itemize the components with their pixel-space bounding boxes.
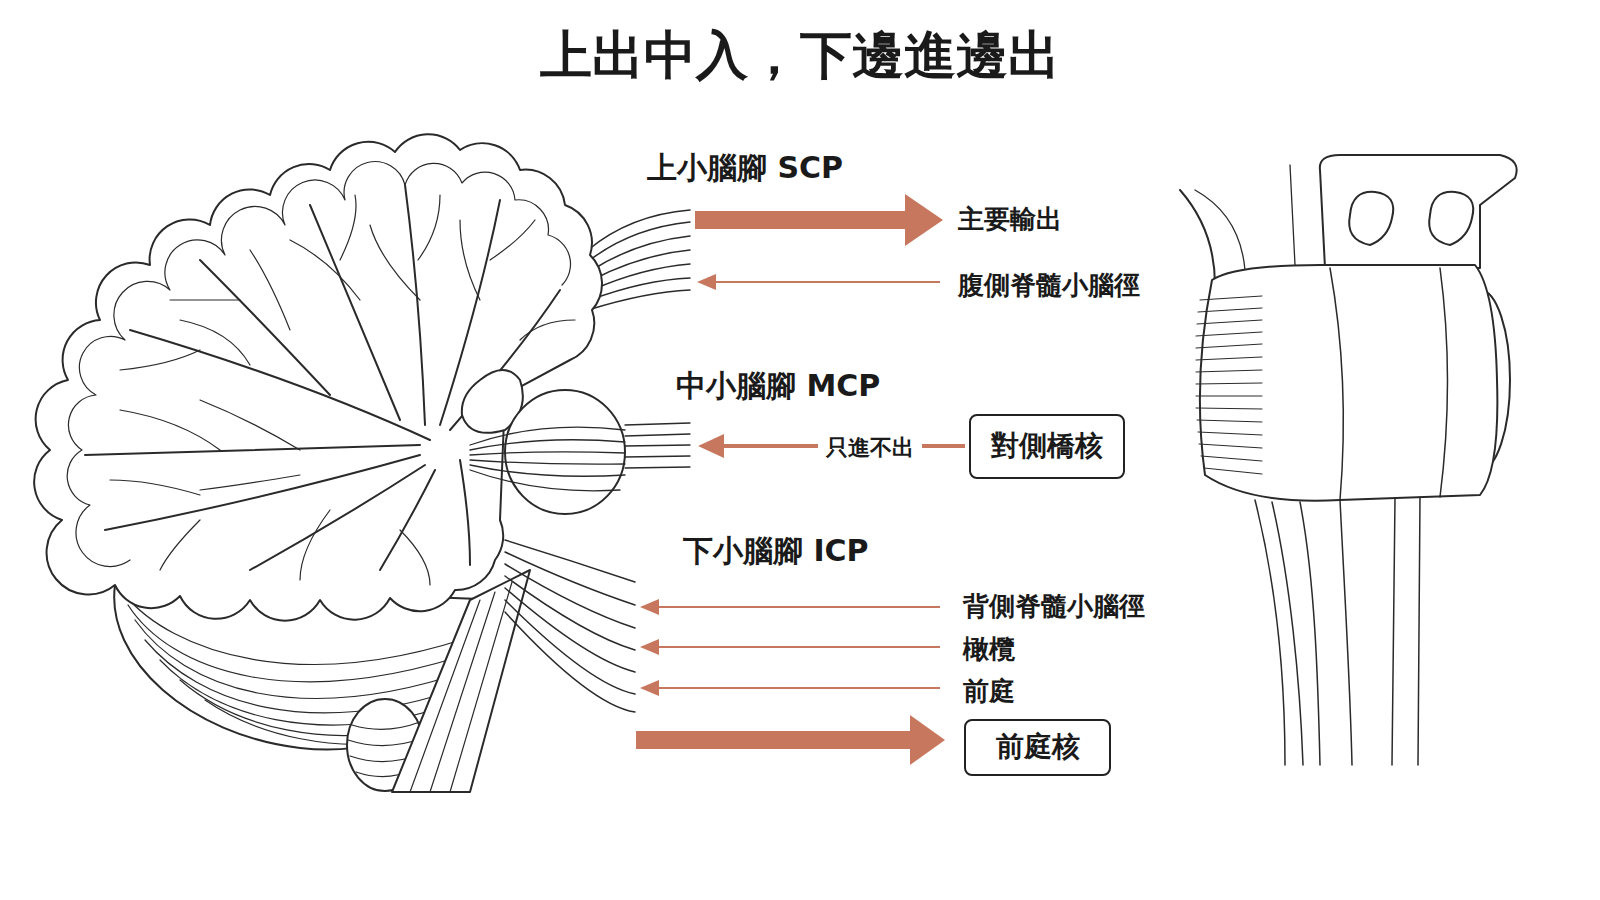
peduncle-name: 上小腦腳 SCP bbox=[647, 150, 843, 186]
tract-label: 主要輸出 bbox=[958, 204, 1062, 235]
nucleus-name: 對側橋核 bbox=[991, 429, 1103, 463]
nucleus-name: 前庭核 bbox=[996, 730, 1080, 764]
tract-label: 前庭 bbox=[963, 676, 1015, 707]
peduncle-name: 下小腦腳 ICP bbox=[683, 533, 869, 569]
target-nucleus-box: 對側橋核 bbox=[969, 414, 1125, 479]
arrows bbox=[636, 194, 965, 765]
arrow-label: 只進不出 bbox=[818, 435, 922, 461]
peduncle-name: 中小腦腳 MCP bbox=[676, 368, 880, 404]
target-nucleus-box: 前庭核 bbox=[964, 719, 1111, 776]
tract-label: 橄欖 bbox=[963, 634, 1015, 665]
tract-label: 背側脊髓小腦徑 bbox=[963, 591, 1145, 622]
diagram-title: 上出中入，下邊進邊出 bbox=[540, 24, 1060, 86]
tract-label: 腹側脊髓小腦徑 bbox=[958, 270, 1140, 301]
